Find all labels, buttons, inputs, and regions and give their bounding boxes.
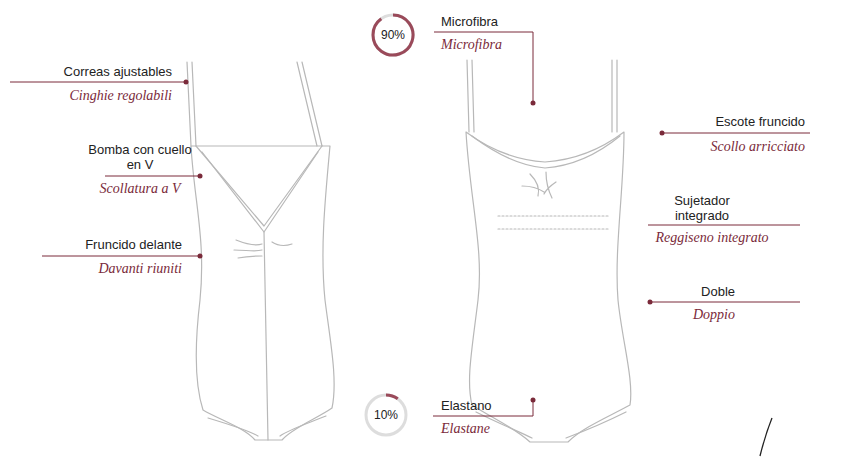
percent-circle: 90% — [371, 13, 415, 57]
spanish-label: Microfibra — [441, 14, 498, 29]
spanish-label: Fruncido delante — [85, 237, 182, 252]
spanish-label: Escote fruncido — [715, 114, 805, 129]
italian-label: Reggiseno integrato — [655, 230, 768, 245]
spanish-label: Doble — [701, 284, 735, 299]
italian-label: Scollatura a V — [100, 181, 181, 196]
italian-label: Doppio — [693, 307, 735, 322]
italian-label: Davanti riuniti — [98, 261, 182, 276]
percent-value: 90% — [381, 28, 405, 42]
spanish-label: Correas ajustables — [64, 64, 172, 79]
italian-label: Elastane — [441, 421, 490, 436]
percent-value: 10% — [374, 408, 398, 422]
percent-circle: 10% — [364, 393, 408, 437]
spanish-label: Elastano — [441, 398, 492, 413]
spanish-label: Bomba con cuello en V — [80, 142, 200, 172]
italian-label: Scollo arricciato — [711, 139, 806, 154]
italian-label: Microfibra — [441, 37, 502, 52]
italian-label: Cinghie regolabili — [69, 88, 172, 103]
spanish-label: Sujetador integrado — [647, 193, 757, 223]
